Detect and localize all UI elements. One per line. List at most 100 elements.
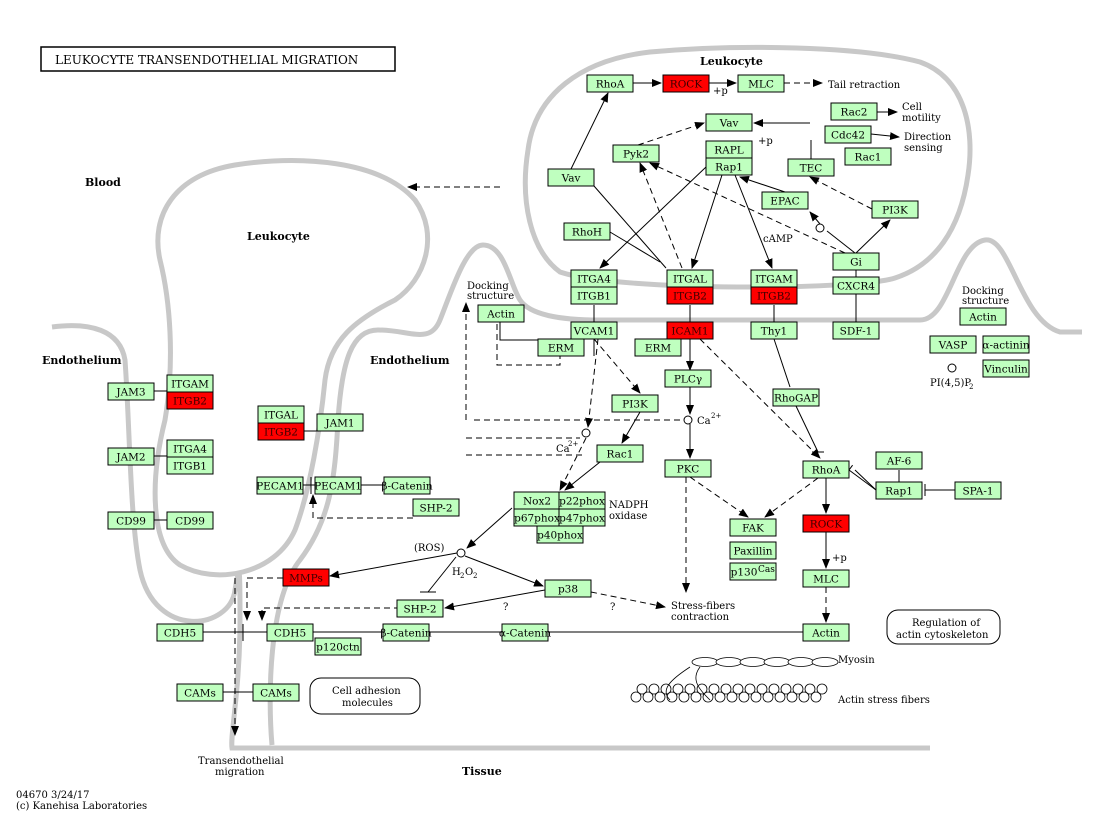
gene-box[interactable] [737,74,785,93]
ca-compound-right[interactable] [683,415,693,425]
gene-node-pecam1-a[interactable]: PECAM1 [256,476,304,495]
gene-box[interactable] [832,276,880,295]
gene-node-cd99-a[interactable]: CD99 [107,511,155,530]
gene-box[interactable] [477,304,525,323]
gene-node-vasp[interactable]: VASP [929,335,977,354]
gene-box[interactable] [537,338,585,357]
gene-node-p38[interactable]: p38 [544,579,592,598]
gene-box[interactable] [705,113,753,132]
gene-box[interactable] [772,388,820,407]
gene-node-p67phox[interactable]: p67phox [513,508,561,527]
gene-box[interactable] [634,338,682,357]
gene-node-gi[interactable]: Gi [832,252,880,271]
gene-node-nox2[interactable]: Nox2 [513,491,561,510]
gene-box[interactable] [982,335,1030,354]
gene-box[interactable] [536,525,584,544]
gene-node-acatenin[interactable]: α-Catenin [499,623,551,642]
gene-node-itgb1-top[interactable]: ITGB1 [570,286,618,305]
gene-node-mlc-mid[interactable]: MLC [802,569,850,588]
gene-box[interactable] [832,252,880,271]
gene-box[interactable] [875,451,923,470]
gene-box[interactable] [107,382,155,401]
gene-box[interactable] [662,74,710,93]
gene-box[interactable] [929,335,977,354]
gene-node-tec[interactable]: TEC [787,158,835,177]
gene-box[interactable] [570,286,618,305]
gene-node-rhoh[interactable]: RhoH [563,222,611,241]
gene-box[interactable] [412,498,460,517]
gene-node-actin-dock2[interactable]: Actin [959,307,1007,326]
gene-node-rock-top[interactable]: ROCK [662,74,710,93]
gene-box[interactable] [382,623,430,642]
gene-box[interactable] [832,321,880,340]
gene-node-paxillin[interactable]: Paxillin [729,541,777,560]
gene-node-itgb2-top1[interactable]: ITGB2 [666,286,714,305]
gene-node-pi3k-mid[interactable]: PI3K [611,394,659,413]
gene-box[interactable] [959,307,1007,326]
gene-box[interactable] [954,481,1002,500]
gene-box[interactable] [314,476,362,495]
gene-node-rapl[interactable]: RAPL [705,140,753,159]
gene-node-itgb2-left1[interactable]: ITGB2 [166,391,214,410]
gene-box[interactable] [664,459,712,478]
gene-box[interactable] [802,623,850,642]
gene-node-rac2[interactable]: Rac2 [830,102,878,121]
gene-node-cams-b[interactable]: CAMs [252,683,300,702]
gene-box[interactable] [750,321,798,340]
gene-node-mmps[interactable]: MMPs [282,568,330,587]
gene-box[interactable] [166,456,214,475]
cell-adhesion-molecules-box[interactable] [309,677,421,715]
gene-node-rac1-top[interactable]: Rac1 [844,147,892,166]
gene-node-pi3k-top[interactable]: PI3K [871,200,919,219]
gene-node-p47phox[interactable]: p47phox [558,508,606,527]
gene-box[interactable] [982,359,1030,378]
gene-box[interactable] [570,321,618,340]
gene-node-vinculin[interactable]: Vinculin [982,359,1030,378]
gene-box[interactable] [871,200,919,219]
gene-box[interactable] [563,222,611,241]
gene-node-vav-top[interactable]: Vav [705,113,753,132]
gene-box[interactable] [256,476,304,495]
gene-node-vav-left[interactable]: Vav [547,168,595,187]
gene-node-itgam-left[interactable]: ITGAM [166,374,214,393]
gene-box[interactable] [729,518,777,537]
gene-node-jam3[interactable]: JAM3 [107,382,155,401]
gene-box[interactable] [802,460,850,479]
gene-box[interactable] [596,444,644,463]
gene-box[interactable] [761,191,809,210]
gene-node-p22phox[interactable]: p22phox [558,491,606,510]
gene-box[interactable] [611,394,659,413]
gene-box[interactable] [729,562,777,581]
regulation-actin-box[interactable] [886,609,1001,645]
camp-compound[interactable] [815,223,825,233]
gene-node-cdh5-b[interactable]: CDH5 [266,623,314,642]
gene-box[interactable] [787,158,835,177]
gene-box[interactable] [107,447,155,466]
gene-node-p40phox[interactable]: p40phox [536,525,584,544]
gene-node-itgb2-top2[interactable]: ITGB2 [750,286,798,305]
gene-node-cd99-b[interactable]: CD99 [166,511,214,530]
gene-node-itgal-top[interactable]: ITGAL [666,269,714,288]
gene-box[interactable] [875,481,923,500]
gene-box[interactable] [166,511,214,530]
gene-box[interactable] [664,369,712,388]
gene-box[interactable] [314,637,362,656]
gene-node-actin-dock1[interactable]: Actin [477,304,525,323]
gene-node-epac[interactable]: EPAC [761,191,809,210]
gene-node-cxcr4[interactable]: CXCR4 [832,276,880,295]
gene-node-spa1[interactable]: SPA-1 [954,481,1002,500]
gene-node-cams-a[interactable]: CAMs [176,683,224,702]
gene-node-rhoa-top[interactable]: RhoA [586,74,634,93]
gene-node-jam1[interactable]: JAM1 [316,413,364,432]
gene-node-rap1-top[interactable]: Rap1 [705,157,753,176]
gene-box[interactable] [705,157,753,176]
gene-node-itgb2-left2[interactable]: ITGB2 [257,422,305,441]
gene-node-rhogap[interactable]: RhoGAP [772,388,820,407]
gene-box[interactable] [612,144,660,163]
gene-box[interactable] [802,514,850,533]
gene-node-cdc42[interactable]: Cdc42 [824,125,872,144]
gene-box[interactable] [396,599,444,618]
gene-box[interactable] [383,476,431,495]
gene-node-erm2[interactable]: ERM [634,338,682,357]
